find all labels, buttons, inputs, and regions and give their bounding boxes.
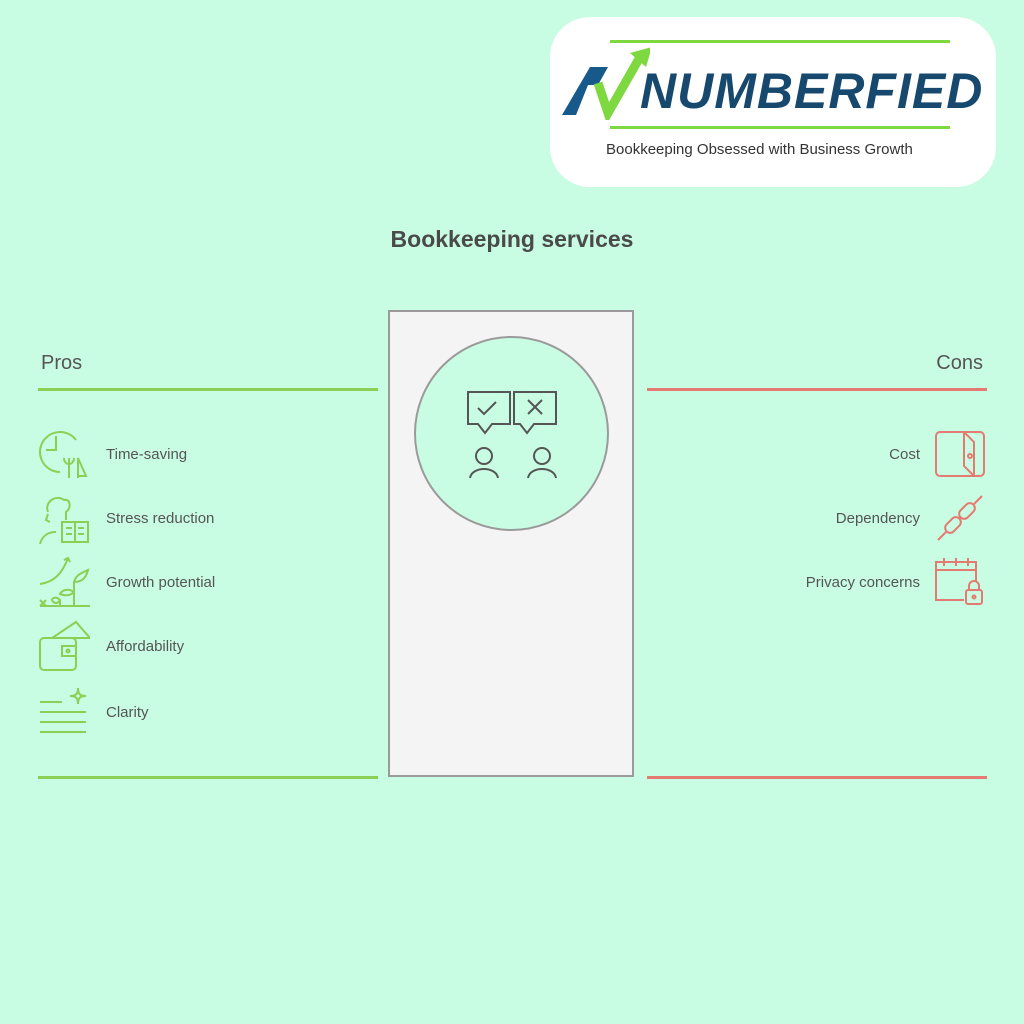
pro-item-growth-potential: Growth potential — [38, 556, 215, 608]
growing-plant-icon — [39, 556, 90, 607]
pro-label: Growth potential — [106, 573, 216, 591]
logo-card — [550, 17, 996, 187]
cons-bottom-divider — [647, 776, 987, 779]
pro-label: Clarity — [106, 703, 149, 721]
con-item-cost: Cost — [889, 428, 986, 480]
pro-label: Time-saving — [106, 445, 188, 463]
pros-bottom-divider — [38, 776, 378, 779]
con-label: Privacy concerns — [805, 573, 920, 591]
wallet-icon — [935, 431, 985, 477]
logo-tagline: Bookkeeping Obsessed with Business Growt… — [606, 141, 913, 158]
cons-heading: Cons — [936, 352, 983, 374]
pro-label: Affordability — [106, 637, 185, 655]
cons-top-divider — [647, 388, 987, 391]
broken-chain-icon — [937, 495, 983, 541]
center-circle — [414, 336, 609, 531]
clock-plant-icon — [39, 431, 88, 478]
con-label: Dependency — [835, 509, 920, 527]
pro-item-time-saving: Time-saving — [38, 428, 187, 480]
con-label: Cost — [889, 445, 920, 463]
lines-sparkle-icon — [40, 687, 87, 733]
con-item-dependency: Dependency — [836, 492, 986, 544]
pro-item-stress-reduction: Stress reduction — [38, 492, 214, 544]
pro-item-affordability: Affordability — [38, 620, 184, 672]
logo-arrow-mark — [562, 47, 650, 120]
pro-item-clarity: Clarity — [38, 686, 149, 738]
people-debate-icon — [467, 391, 557, 479]
pro-label: Stress reduction — [106, 509, 215, 527]
person-reading-icon — [39, 496, 89, 544]
con-item-privacy-concerns: Privacy concerns — [806, 556, 986, 608]
wallet-money-icon — [39, 620, 90, 671]
logo-top-line — [610, 40, 950, 43]
logo-bottom-line — [610, 126, 950, 129]
calendar-lock-icon — [935, 558, 983, 605]
logo-wordmark: NUMBERFIED — [640, 63, 984, 119]
pros-top-divider — [38, 388, 378, 391]
page-title: Bookkeeping services — [390, 226, 634, 252]
pros-heading: Pros — [41, 352, 83, 374]
